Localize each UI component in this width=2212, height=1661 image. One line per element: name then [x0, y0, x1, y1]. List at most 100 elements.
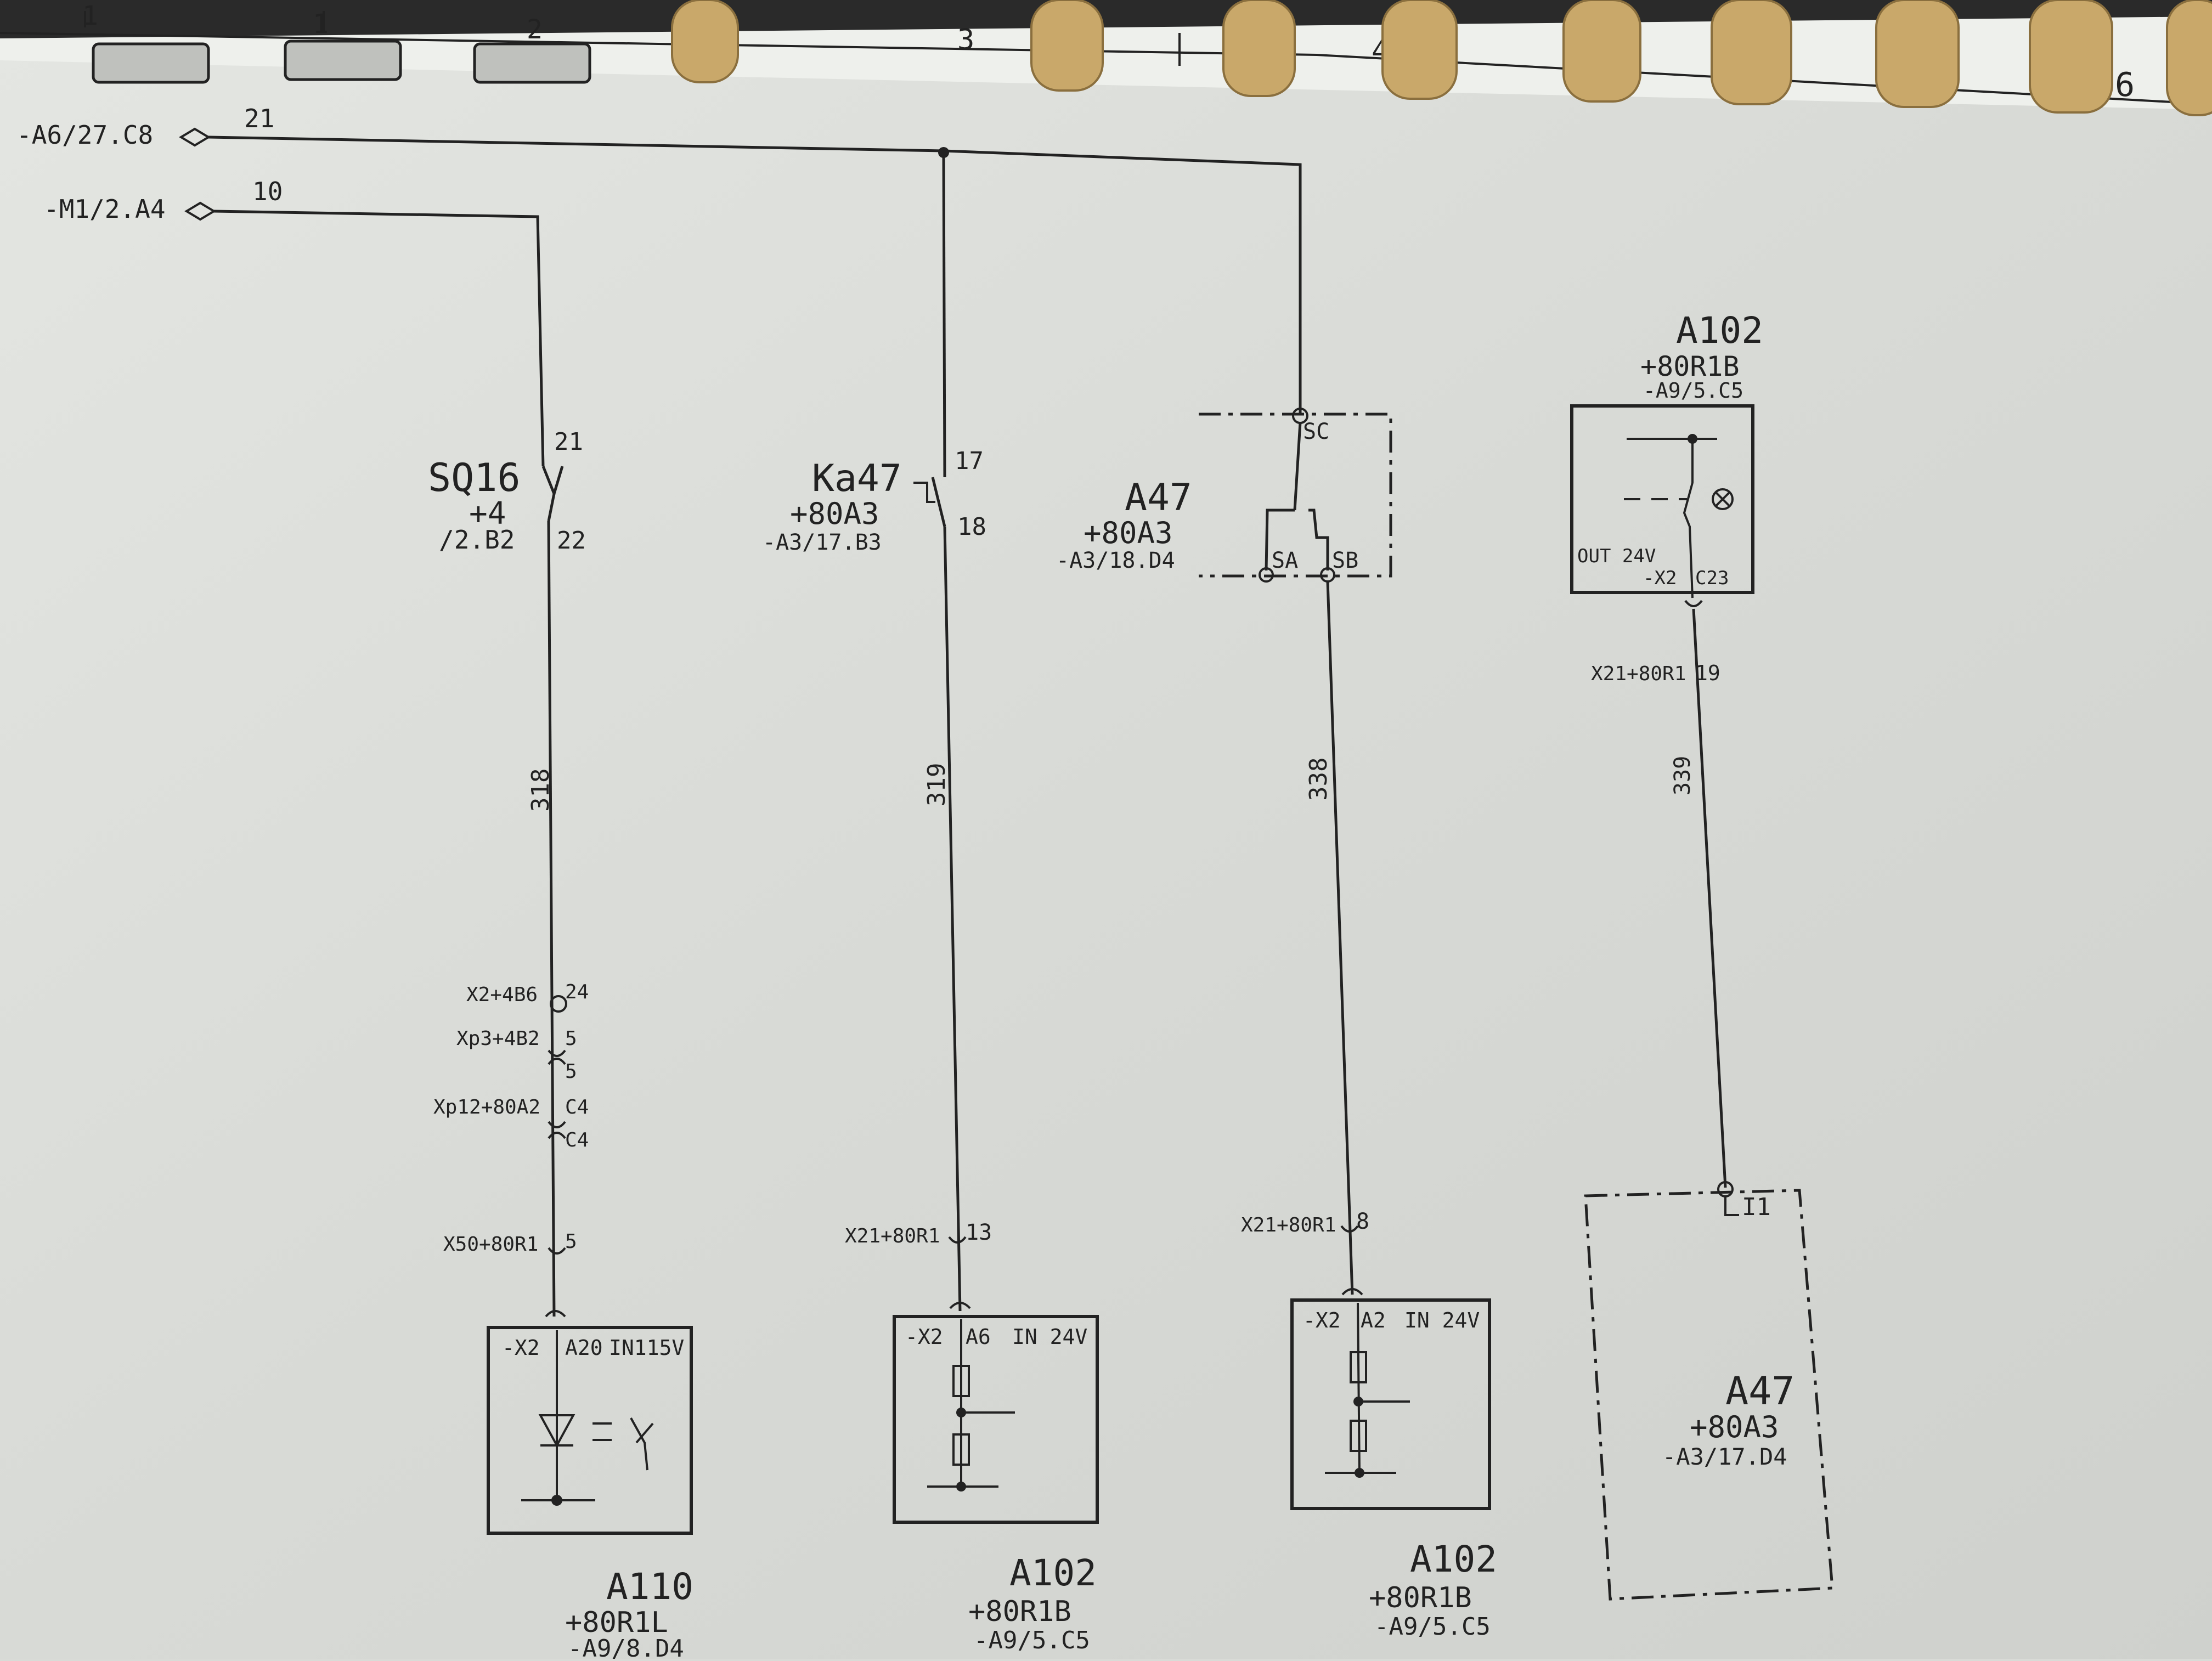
terminal-sa	[1259, 567, 1274, 583]
a102-top-connector: -X2	[1643, 567, 1677, 589]
terminal-pin: C4	[565, 1129, 589, 1151]
a47-selector-switch: SC SA SB A47 +80A3 -A3/18.D4	[1056, 408, 1392, 583]
ka47-pin-bottom: 18	[957, 513, 986, 541]
a102-top-pin: C23	[1695, 567, 1729, 589]
optocoupler-arrows-icon	[592, 1422, 612, 1441]
wire-319	[943, 526, 962, 1312]
wire-number-21: 21	[244, 104, 274, 133]
a47-switch-dashed-enclosure	[1199, 413, 1392, 578]
col4-terminal-label: X21+80R1	[1591, 663, 1686, 685]
ka47-ref: -A3/17.B3	[763, 530, 882, 555]
a47-name: A47	[1725, 1369, 1795, 1414]
a102-input-label: IN 24V	[1012, 1325, 1087, 1349]
ruler-col-label: 2	[527, 14, 543, 45]
resistor-icon	[1350, 1351, 1367, 1383]
wire-338	[1326, 581, 1354, 1295]
a102-output-module: A102 +80R1B -A9/5.C5 OUT 24V -X2 C23	[1570, 309, 1763, 607]
a102-box-1	[893, 1315, 1099, 1524]
terminal-pin: 5	[565, 1027, 577, 1050]
a102-location: +80R1B	[968, 1595, 1071, 1628]
a47-device: I1 A47 +80A3 -A3/17.D4	[1584, 1181, 1834, 1601]
a102-input-module-1: -X2 A6 IN 24V A102 +80R1B -A9/5.C5	[893, 1315, 1099, 1654]
a102-ref: -A9/5.C5	[974, 1626, 1090, 1654]
wire-number-318: 318	[527, 769, 555, 812]
terminal-i1	[1717, 1181, 1734, 1197]
terminal-label: Xp12+80A2	[433, 1096, 540, 1118]
a47-switch-location: +80A3	[1084, 516, 1173, 550]
a110-module: -X2 A20 IN115V A110 +80R1L -A9/8.D4	[487, 1326, 693, 1661]
ka47-actuator-icon	[913, 482, 935, 503]
a102-pin: A6	[966, 1325, 991, 1349]
a102-top-box	[1570, 404, 1754, 594]
ka47-location: +80A3	[790, 496, 879, 531]
a102-top-location: +80R1B	[1640, 351, 1740, 382]
a102-name: A102	[1009, 1552, 1097, 1594]
plug-icon	[548, 1247, 566, 1255]
ka47-contact: Ka47 +80A3 -A3/17.B3 17 18	[763, 152, 986, 555]
a47-ref: -A3/17.D4	[1662, 1443, 1787, 1470]
sheet-top-edge	[0, 16, 2212, 110]
socket-icon	[545, 1310, 566, 1318]
a102-top-ref: -A9/5.C5	[1643, 378, 1743, 403]
resistor-icon	[952, 1433, 970, 1466]
a102-input-module-2: -X2 A2 IN 24V A102 +80R1B -A9/5.C5	[1290, 1298, 1497, 1641]
terminal-pin: 5	[565, 1230, 577, 1253]
phototransistor-icon	[630, 1417, 654, 1471]
ka47-name: Ka47	[812, 457, 902, 500]
wire-number-319: 319	[923, 763, 951, 806]
led-diode-icon	[538, 1414, 575, 1448]
sq16-name: SQ16	[428, 455, 521, 500]
wire-21-bus	[208, 135, 1302, 414]
a110-name: A110	[606, 1566, 693, 1608]
a110-box	[487, 1326, 693, 1535]
col2-terminal-label: X21+80R1	[845, 1225, 940, 1247]
col4-terminal-pin: 19	[1695, 661, 1720, 685]
a110-location: +80R1L	[565, 1606, 668, 1639]
sq16-switch: SQ16 +4 /2.B2 21 22	[428, 428, 586, 555]
a47-pin-sa: SA	[1272, 548, 1298, 573]
a110-input-label: IN115V	[609, 1336, 684, 1360]
sq16-ref: /2.B2	[439, 525, 515, 555]
sq16-location: +4	[469, 496, 506, 532]
ruler-col-label: 3	[957, 24, 974, 57]
plug-icon	[948, 1236, 967, 1244]
ruler-col-label: 1	[82, 1, 98, 31]
wire-number-338: 338	[1305, 758, 1333, 801]
a102-top-output-label: OUT 24V	[1577, 545, 1656, 567]
incoming-ref-m1: -M1/2.A4	[44, 194, 166, 224]
terminal-label: Xp3+4B2	[456, 1027, 540, 1050]
wire-10	[213, 210, 545, 467]
a102-ref: -A9/5.C5	[1374, 1613, 1491, 1641]
socket-icon	[1341, 1288, 1363, 1296]
a102-top-name: A102	[1676, 309, 1763, 352]
ruler-col-label: 6	[2115, 66, 2135, 104]
plug-socket-icon	[548, 1049, 566, 1065]
a102-input-label: IN 24V	[1404, 1308, 1480, 1332]
a102-connector: -X2	[1303, 1308, 1341, 1332]
a47-switch-name: A47	[1125, 476, 1192, 519]
a47-location: +80A3	[1690, 1410, 1779, 1444]
a47-pin-sb: SB	[1332, 548, 1358, 573]
col3-terminal-label: X21+80R1	[1241, 1214, 1336, 1236]
ka47-pin-top: 17	[955, 447, 984, 475]
output-contact-icon	[1683, 482, 1694, 598]
a110-ref: -A9/8.D4	[568, 1635, 684, 1659]
socket-icon	[949, 1302, 971, 1309]
wire-318	[547, 521, 556, 1317]
resistor-icon	[952, 1365, 970, 1397]
terminal-label: X50+80R1	[443, 1233, 538, 1256]
a110-pin: A20	[565, 1336, 603, 1360]
a102-location: +80R1B	[1369, 1581, 1472, 1614]
wire-number-339: 339	[1670, 756, 1695, 795]
a102-name: A102	[1410, 1538, 1497, 1580]
ruler-col-label: 1	[313, 9, 329, 39]
incoming-ref-a6: -A6/27.C8	[16, 120, 153, 150]
a102-box-2	[1290, 1298, 1491, 1510]
a47-dashed-enclosure	[1584, 1189, 1834, 1601]
terminal-pin: 5	[565, 1060, 577, 1083]
terminal-x2-circle	[550, 995, 567, 1013]
wire-339	[1692, 608, 1727, 1188]
